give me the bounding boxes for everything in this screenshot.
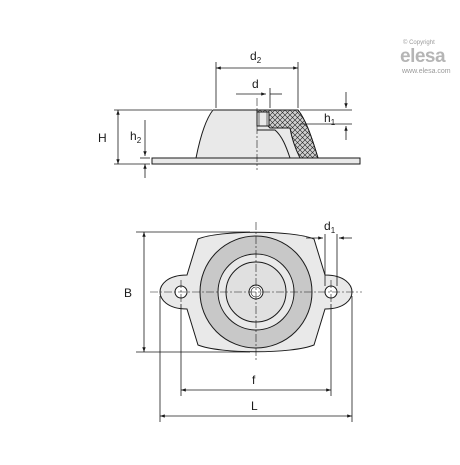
top-center-lines [150,222,362,362]
label-f: f [252,373,256,387]
logo-copyright: © Copyright [403,40,435,46]
label-h1: h1 [324,111,336,127]
side-view [151,98,361,170]
side-inner-pocket [257,129,291,159]
label-d1: d1 [324,219,336,235]
label-h2: h2 [130,129,142,145]
side-base-plate [151,157,361,165]
logo-wordmark: elesa [400,46,446,67]
logo-url: www.elesa.com [402,68,451,75]
top-dimensions [136,231,353,422]
label-L: L [251,399,258,413]
label-H: H [98,131,107,145]
side-rubber-section [256,109,319,159]
side-dimensions [114,62,352,178]
label-d: d [252,77,259,91]
label-B: B [124,286,132,300]
label-d2: d2 [250,49,262,65]
